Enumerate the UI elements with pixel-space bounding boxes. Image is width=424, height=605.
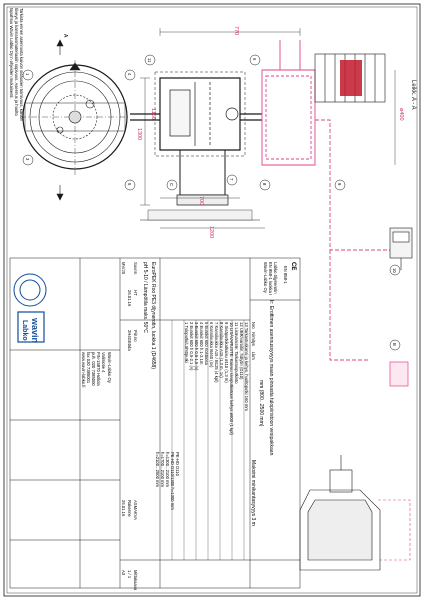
notes-top: Tarkista ennen asennusta kaivon sisäosie… xyxy=(9,8,24,121)
section-view xyxy=(130,71,262,221)
callout-5: 5 xyxy=(127,183,132,186)
date: 26.01.16 xyxy=(127,290,132,307)
doc-title: EuroPEK Roo PE3 öljynerotin, luokka 1 (D… xyxy=(150,262,156,370)
sheet-inner-border xyxy=(6,6,418,594)
parts-row-3: 3 Eurokit 600 h 0,5-1,5 (v) xyxy=(194,322,199,371)
callout-4: 4 xyxy=(127,73,132,76)
detail-view xyxy=(299,455,411,571)
parts-row-5: 5 Eurokit 600 nostoosa xyxy=(204,322,209,365)
parts-table-grid xyxy=(171,320,245,560)
parts-row-8: 8 Kansiluukku A15 (1,3 m, 1v) xyxy=(219,322,224,378)
dimension-lines xyxy=(140,28,396,229)
standard-code: EN 858-1 xyxy=(283,266,288,284)
labko-seal xyxy=(13,273,47,307)
dim-700: 700 xyxy=(198,196,204,206)
parts-row-11: 11 Lisävaruste: Tarkastusputkisto xyxy=(234,322,239,384)
callout-3: 3 xyxy=(25,158,30,161)
callout-6: 6 xyxy=(252,58,257,61)
revision-label: Rakenne xyxy=(127,500,132,517)
callout-10: 10 xyxy=(392,268,397,273)
callout-circles xyxy=(22,54,401,351)
dim-1200: 1200 xyxy=(208,226,214,239)
parts-row-1: 1 Tuloputki/Lähtöputki xyxy=(184,322,189,363)
section-label: Leikk. A - A xyxy=(410,80,416,110)
plan-view xyxy=(20,60,130,175)
riser-extension xyxy=(261,40,390,361)
wavin-logo: wavin xyxy=(30,318,40,344)
sheet-of: 1 / 1 xyxy=(127,570,132,579)
parts-row-9: 9 Sisäputkikatkaisu ø110 (1,3 m) xyxy=(224,322,229,383)
paper-format: A3 xyxy=(121,570,126,576)
parts-row-6: 6 Kansiluukku B460 (4v) xyxy=(209,322,214,368)
sensor-unit xyxy=(389,361,409,387)
parts-row-7: 7 Kansiluukku A15 / B125 (4 kpl) xyxy=(214,322,219,383)
max-depth-label: Maksimi minikantasyvyys 3 m xyxy=(250,460,256,526)
parts-row-2: 2 Eurokit 600 h 0,5-2.1 (v) xyxy=(189,322,194,371)
section-arrows xyxy=(56,39,64,201)
drawn-by: HT xyxy=(133,290,138,296)
revision-date: 26.01.16 xyxy=(121,500,126,517)
header-nimitys: Nimitys xyxy=(251,332,256,346)
parts-row-4: 4 Eurokit 600 h.1-2.1m xyxy=(199,322,204,365)
install-note: Ir: Erottimen asennussyvyys maan pinnast… xyxy=(268,300,274,456)
depth-note: mm (800...2500 mm) xyxy=(258,380,264,427)
title-block-frame xyxy=(9,257,301,589)
callout-b: B xyxy=(392,343,397,346)
drawing-number: ASMAKVA xyxy=(133,500,138,520)
callout-7: 7 xyxy=(229,178,234,181)
scale: MV/JS xyxy=(121,262,126,275)
company-address: Valimotie 4 FIN-15870 Hollola puh. 020 7… xyxy=(81,352,106,388)
wavin-logo-frame xyxy=(17,311,45,343)
sheet-number: 2H4GE0da xyxy=(127,330,132,351)
callout-11: 11 xyxy=(147,58,152,63)
spec-rows: PE-HD D110 PE-HD D110/1300 h=1300 mm h=1… xyxy=(155,452,180,510)
callout-c: C xyxy=(169,183,174,187)
company-name: Wavin-Labko Oy xyxy=(107,352,112,383)
parts-row-13: 13 Tarkastuskansi ja kehys, huoltoputki … xyxy=(244,322,249,411)
temp-note: pH 5-10 / Lämpötila maks. 50°C xyxy=(142,262,148,333)
dim-770: 770 xyxy=(233,26,239,36)
labko-brand: Labko xyxy=(21,320,28,341)
header-lkm: Lkm xyxy=(251,351,256,360)
parts-row-10: 10 LISÄVARUSTE: Kaivuu sivuputkistoon ke… xyxy=(229,322,234,435)
dim-1300: 1300 xyxy=(136,128,142,141)
outlet-flange xyxy=(340,60,362,96)
ce-mark: CE xyxy=(290,262,296,271)
alarm-unit xyxy=(389,227,413,270)
callout-8: 8 xyxy=(262,183,267,186)
sheet-border xyxy=(3,3,421,597)
measure-label: Mittakaava xyxy=(133,570,138,591)
parts-table-header: Nro Nimitys Lkm xyxy=(251,322,256,360)
sheet-label: Piir.no xyxy=(133,330,138,342)
callout-9: 9 xyxy=(337,183,342,186)
header-nro: Nro xyxy=(251,322,256,329)
callout-1: 1 xyxy=(25,73,30,76)
dim-1160: 1160 xyxy=(150,108,156,120)
drawn-label: Suunn. xyxy=(133,262,138,276)
standard-text: Labko öljynerotin EN 858-1 luokka I Wavi… xyxy=(263,262,278,296)
section-marker-top: A xyxy=(62,34,68,38)
dim-400: ø400 xyxy=(398,108,404,121)
parts-row-12: 12 UBR/varoitin, hälytin (D110) xyxy=(239,322,244,380)
